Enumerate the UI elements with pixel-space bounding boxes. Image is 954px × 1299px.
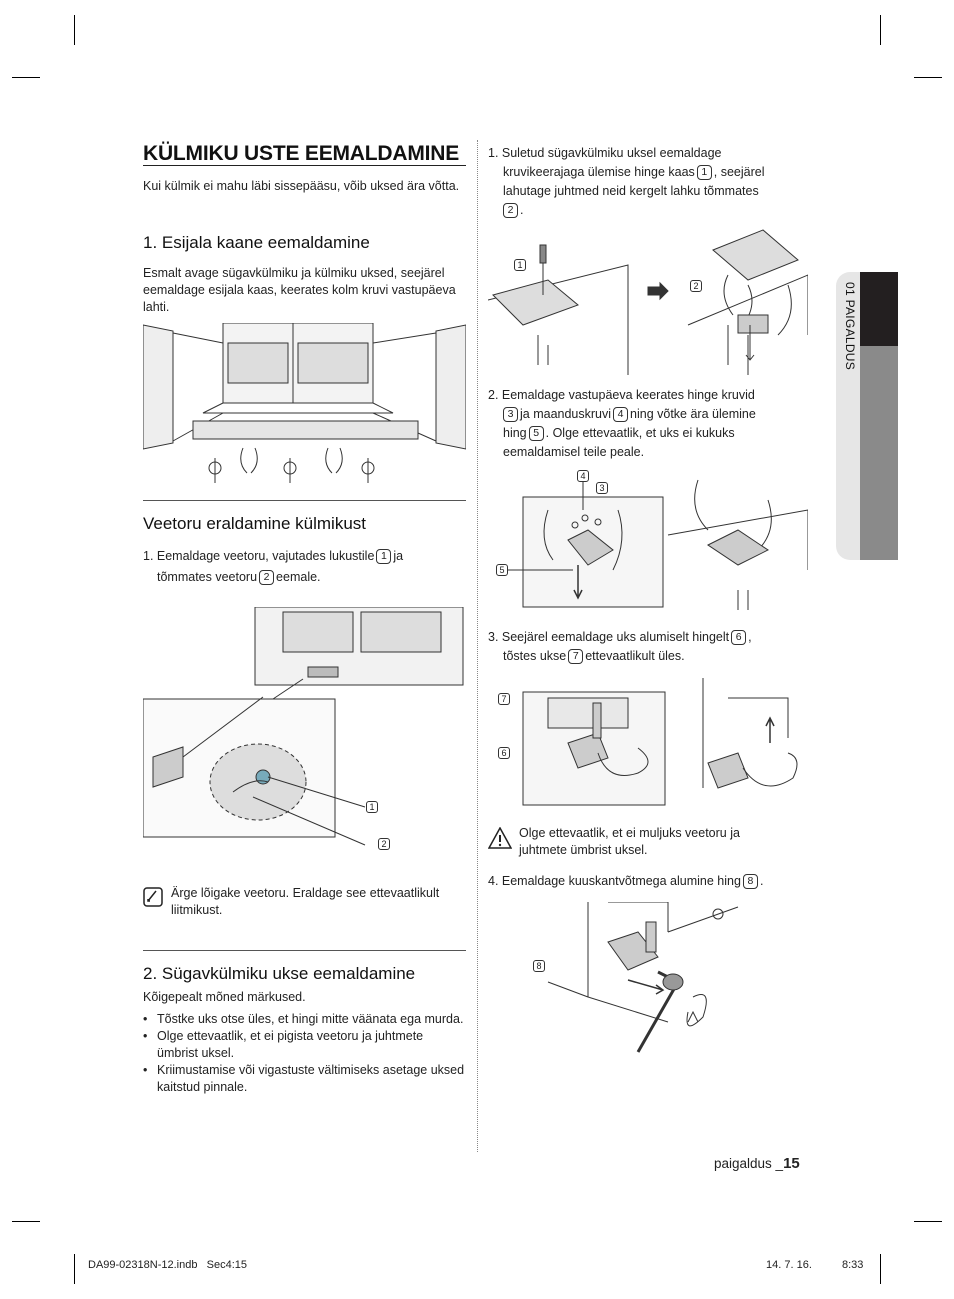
page-number: 15: [783, 1155, 800, 1172]
crop-mark: [12, 1221, 40, 1222]
figure-lower-hinge: [522, 678, 798, 806]
divider-2: [143, 950, 466, 951]
warning-text: Olge ettevaatlik, et ei muljuks veetoru …: [519, 826, 740, 857]
figure-water-tube: [143, 607, 464, 846]
footer-date: 14. 7. 16.: [766, 1259, 812, 1271]
fig-tag-r3: 3: [596, 482, 608, 494]
callout-8: 8: [742, 874, 758, 890]
side-tab-label: 01 PAIGALDUS: [843, 282, 857, 371]
bullet-item: Tõstke uks otse üles, et hingi mitte vää…: [143, 1011, 465, 1028]
note-text: Ärge lõigake veetoru. Eraldage see ettev…: [171, 886, 440, 917]
callout-4: 4: [613, 407, 629, 423]
right-step2: 2. Eemaldage vastupäeva keerates hinge k…: [488, 388, 756, 459]
callout-6: 6: [731, 630, 747, 646]
column-divider: [477, 140, 478, 1152]
title-rule: [143, 165, 466, 166]
bullet-item: Olge ettevaatlik, et ei pigista veetoru …: [143, 1028, 465, 1062]
side-tab-bg: [836, 272, 860, 560]
figure-hinge-cover: [488, 229, 808, 375]
callout-7: 7: [568, 649, 584, 665]
water-heading: Veetoru eraldamine külmikust: [143, 514, 367, 533]
right-step3: 3. Seejärel eemaldage uks alumiselt hing…: [488, 630, 752, 665]
figure-front-cover: [143, 323, 466, 483]
bullet-item: Kriimustamise või vigastuste vältimiseks…: [143, 1062, 465, 1096]
crop-mark: [74, 1254, 75, 1284]
divider-1: [143, 500, 466, 501]
fig-tag-r1: 1: [514, 259, 526, 271]
fig-tag-1: 1: [366, 801, 378, 813]
side-tab-grey: [860, 346, 898, 560]
right-step1: 1. Suletud sügavkülmiku uksel eemaldage …: [488, 146, 765, 219]
page-title: KÜLMIKU USTE EEMALDAMINE: [143, 142, 460, 165]
crop-mark: [74, 15, 75, 45]
section1-text: Esmalt avage sügavkülmiku ja külmiku uks…: [143, 266, 456, 314]
figure-hex-wrench: [547, 902, 739, 1053]
callout-1: 1: [696, 165, 712, 181]
water-step1: 1. Eemaldage veetoru, vajutades lukustil…: [143, 549, 404, 586]
callout-2: 2: [259, 570, 275, 586]
side-tab-dark: [860, 272, 898, 346]
fig-tag-r5: 5: [496, 564, 508, 576]
section1-heading: 1. Esijala kaane eemaldamine: [143, 233, 370, 252]
callout-3: 3: [503, 407, 518, 423]
callout-2: 2: [503, 203, 518, 219]
footer-time: 8:33: [842, 1259, 864, 1271]
crop-mark: [914, 1221, 942, 1222]
fig-tag-2: 2: [378, 838, 390, 850]
intro-text: Kui külmik ei mahu läbi sissepääsu, võib…: [143, 179, 460, 193]
section2-heading: 2. Sügavkülmiku ukse eemaldamine: [143, 964, 416, 983]
fig-tag-r2: 2: [690, 280, 702, 292]
crop-mark: [880, 1254, 881, 1284]
right-step4: 4. Eemaldage kuuskantvõtmega alumine hin…: [488, 874, 764, 890]
crop-mark: [12, 77, 40, 78]
fig-tag-r8: 8: [533, 960, 545, 972]
warning-icon: [488, 827, 512, 849]
fig-tag-r7: 7: [498, 693, 510, 705]
note-icon: [143, 887, 163, 907]
crop-mark: [880, 15, 881, 45]
fig-tag-r4: 4: [577, 470, 589, 482]
callout-1: 1: [376, 549, 392, 565]
crop-mark: [914, 77, 942, 78]
section2-bullets: Tõstke uks otse üles, et hingi mitte vää…: [143, 1011, 465, 1096]
section2-intro: Kõigepealt mõned märkused.: [143, 990, 306, 1004]
page-footer-label: paigaldus _15: [714, 1155, 800, 1172]
figure-hinge-screws: [503, 479, 808, 610]
fig-tag-r6: 6: [498, 747, 510, 759]
callout-5: 5: [528, 426, 544, 442]
footer-file: DA99-02318N-12.indb Sec4:15: [88, 1259, 247, 1271]
